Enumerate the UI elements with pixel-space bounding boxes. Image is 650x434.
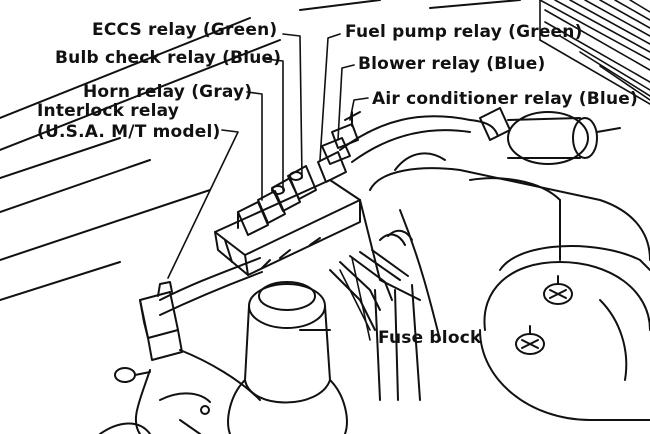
- interlock-relay-box: [114, 281, 261, 434]
- relay-blocks: [237, 111, 361, 236]
- leader-lines: [167, 33, 371, 341]
- relay-bracket: [214, 179, 361, 276]
- radiator-grille: [539, 0, 650, 105]
- intake-housing: [479, 245, 650, 421]
- interlock-relay-label-line2: (U.S.A. M/T model): [37, 122, 221, 142]
- hood-edge-lines: [0, 0, 521, 301]
- interlock-relay-label-line1: Interlock relay: [37, 101, 180, 121]
- fuse-block-label: Fuse block: [378, 328, 482, 348]
- fuel-pump-relay-label: Fuel pump relay (Green): [345, 22, 583, 42]
- engine-body: [359, 167, 650, 301]
- horn-relay-label: Horn relay (Gray): [83, 82, 253, 102]
- reservoir: [227, 281, 348, 434]
- fuse-block-wiring: [329, 229, 421, 401]
- air-conditioner-relay-label: Air conditioner relay (Blue): [372, 89, 638, 109]
- lower-engine-parts: [99, 392, 211, 434]
- bulb-check-relay-label: Bulb check relay (Blue): [55, 48, 282, 68]
- ac-canister: [479, 107, 621, 165]
- hoses: [159, 115, 499, 341]
- blower-relay-label: Blower relay (Blue): [358, 54, 546, 74]
- eccs-relay-label: ECCS relay (Green): [92, 20, 278, 40]
